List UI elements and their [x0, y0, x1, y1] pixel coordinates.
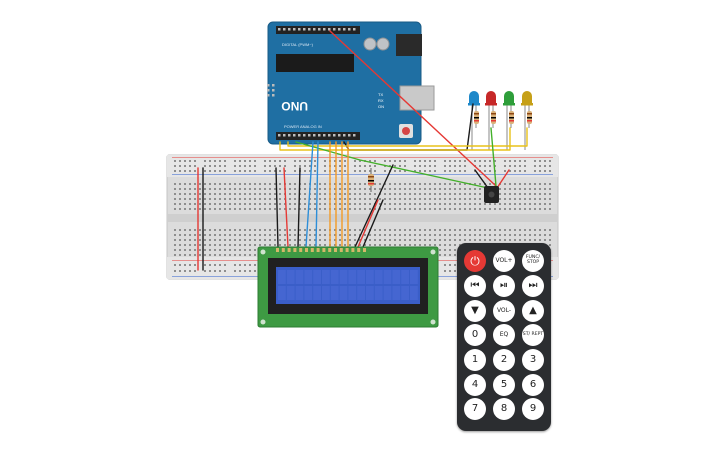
remote-button-8[interactable]: VOL- [493, 300, 515, 322]
red-wire-22 [357, 199, 379, 248]
remote-button-4[interactable]: ⏮ [464, 275, 486, 297]
lcd-character-cells [278, 270, 418, 300]
remote-button-9[interactable]: ▲ [522, 300, 544, 322]
blue-wire-15 [315, 141, 319, 248]
remote-button-10[interactable]: 0 [464, 324, 486, 346]
usb-port [399, 85, 435, 111]
rx-label: RX [378, 98, 384, 103]
remote-button-3[interactable]: FUNC/ STOP [522, 250, 544, 272]
remote-button-20[interactable]: 8 [493, 398, 515, 420]
remote-button-12[interactable]: ST/ REPT [522, 324, 544, 346]
remote-button-6[interactable]: ⏭ [522, 275, 544, 297]
capacitor-2 [376, 37, 390, 51]
remote-button-7[interactable]: ▼ [464, 300, 486, 322]
black-wire-11 [275, 167, 279, 248]
leds [468, 91, 533, 150]
remote-button-18[interactable]: 6 [522, 374, 544, 396]
led-resistor-4 [527, 111, 532, 124]
microcontroller-chip [276, 54, 354, 72]
remote-button-16[interactable]: 4 [464, 374, 486, 396]
wires [197, 30, 528, 271]
power-header-label: POWER ANALOG IN [284, 124, 322, 129]
led-resistor-3 [509, 111, 514, 124]
black-wire-20 [354, 164, 394, 248]
led-4 [521, 91, 533, 150]
led-3 [503, 91, 515, 150]
board-name: UNO [281, 99, 308, 113]
remote-button-17[interactable]: 5 [493, 374, 515, 396]
red-wire-12 [283, 167, 289, 248]
remote-button-5[interactable]: ⏯ [493, 275, 515, 297]
black-wire-21 [362, 199, 384, 248]
led-resistor-1 [474, 111, 479, 124]
blue-wire-14 [305, 141, 314, 248]
remote-button-14[interactable]: 2 [493, 349, 515, 371]
green-wire-8 [490, 127, 497, 187]
black-wire-9 [474, 169, 489, 189]
on-label: ON [378, 104, 384, 109]
lcd-display [257, 246, 439, 328]
red-wire-10 [496, 169, 510, 189]
remote-button-13[interactable]: 1 [464, 349, 486, 371]
led-resistor-2 [491, 111, 496, 124]
lcd-contrast-resistor [368, 168, 374, 192]
arduino-uno-board: UNO DIGITAL (PWM~) POWER ANALOG IN TX RX… [267, 21, 435, 145]
led-1 [468, 91, 480, 150]
yellow-wire-6 [287, 127, 528, 147]
remote-button-15[interactable]: 3 [522, 349, 544, 371]
remote-button-2[interactable]: VOL+ [493, 250, 515, 272]
lcd-pins [276, 248, 366, 252]
led-2 [485, 91, 497, 150]
tx-label: TX [378, 92, 383, 97]
arduino-pins [267, 28, 356, 137]
ir-receiver [484, 186, 499, 203]
remote-button-1[interactable]: ⏻ [464, 250, 486, 272]
red-wire-1 [329, 30, 497, 187]
black-wire-13 [297, 167, 301, 248]
capacitor-1 [363, 37, 377, 51]
remote-button-21[interactable]: 9 [522, 398, 544, 420]
remote-button-11[interactable]: EQ [493, 324, 515, 346]
power-jack [396, 34, 422, 56]
remote-button-19[interactable]: 7 [464, 398, 486, 420]
digital-header-label: DIGITAL (PWM~) [282, 42, 314, 47]
